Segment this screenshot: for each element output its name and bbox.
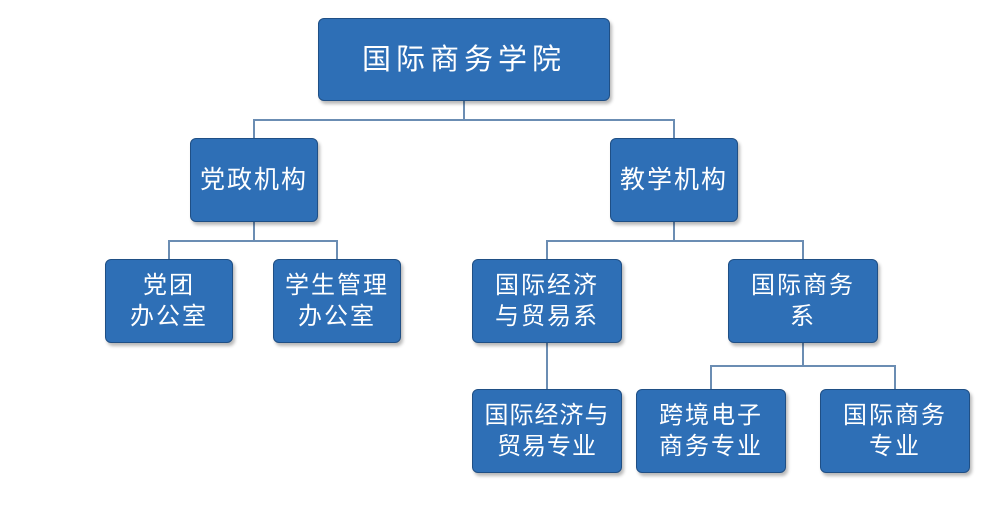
node-econ-trade-department: 国际经济 与贸易系: [472, 259, 622, 343]
connector-root-party: [253, 101, 465, 138]
node-label: 国际商务 专业: [843, 400, 947, 460]
node-label: 党团 办公室: [130, 270, 208, 330]
connector-teaching-biz_dept: [673, 222, 804, 259]
node-label: 国际商务 系: [751, 270, 855, 330]
node-party-admin: 党政机构: [190, 138, 318, 222]
node-cross-border-ecommerce-major: 跨境电子 商务专业: [636, 389, 786, 473]
node-teaching-units: 教学机构: [610, 138, 738, 222]
node-party-league-office: 党团 办公室: [105, 259, 233, 343]
node-international-business-school: 国际商务学院: [318, 18, 610, 101]
connector-biz_dept-biz_major: [802, 343, 896, 389]
connector-party-student: [253, 222, 338, 259]
node-label: 学生管理 办公室: [285, 270, 389, 330]
node-intl-business-major: 国际商务 专业: [820, 389, 970, 473]
connector-biz_dept-cross_major: [710, 343, 804, 389]
node-label: 国际商务学院: [361, 41, 566, 76]
node-label: 跨境电子 商务专业: [659, 400, 763, 460]
node-econ-trade-major: 国际经济与 贸易专业: [472, 389, 622, 473]
connector-root-teaching: [463, 101, 675, 138]
node-label: 党政机构: [199, 164, 308, 194]
node-label: 教学机构: [619, 164, 728, 194]
node-label: 国际经济与 贸易专业: [484, 400, 610, 460]
node-student-affairs-office: 学生管理 办公室: [273, 259, 401, 343]
connector-party-league: [168, 222, 255, 259]
connector-teaching-econ_dept: [546, 222, 675, 259]
node-intl-business-department: 国际商务 系: [728, 259, 878, 343]
node-label: 国际经济 与贸易系: [495, 270, 599, 330]
